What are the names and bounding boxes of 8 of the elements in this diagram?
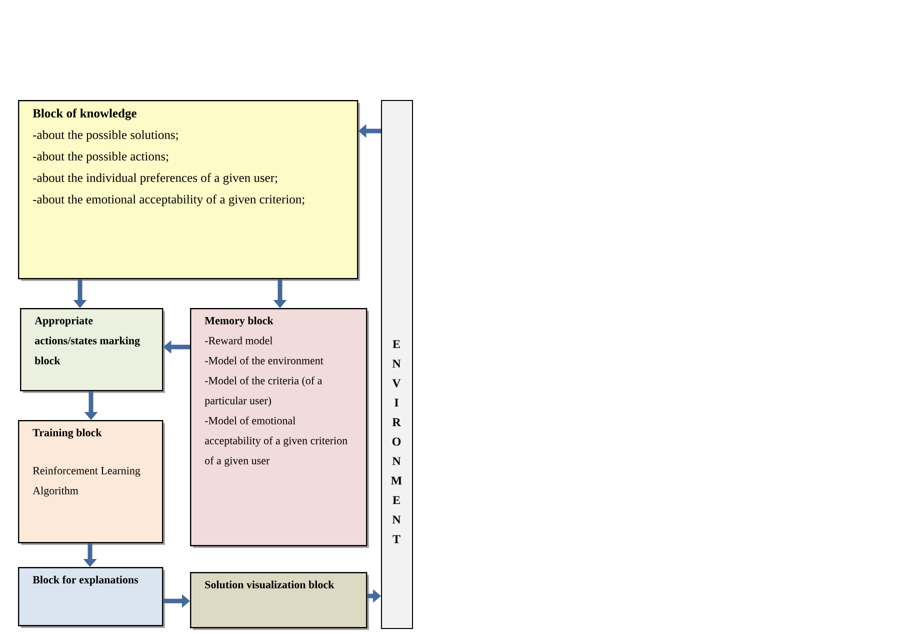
process-box: Block for explanations [18,567,164,626]
knowledge-box: Block of knowledge -about the possible solutions; -about the possible actions; -about the individual preferences of a given user; -about the emotional acceptability of a given criterion; [18,100,358,280]
process-box: Appropriate actions/states marking block [20,308,164,392]
memory-box: Memory block -Reward model -Model of the environment -Model of the criteria (of a particular user) -Model of emotional acceptability of a given criterion of a given user [190,308,368,546]
node-label: ENVIRONMENT [391,340,402,544]
process-box: Training block Reinforcement Learning Algorithm [18,420,164,544]
process-box: Solution visualization block [190,572,368,628]
environment-bar [381,100,413,629]
